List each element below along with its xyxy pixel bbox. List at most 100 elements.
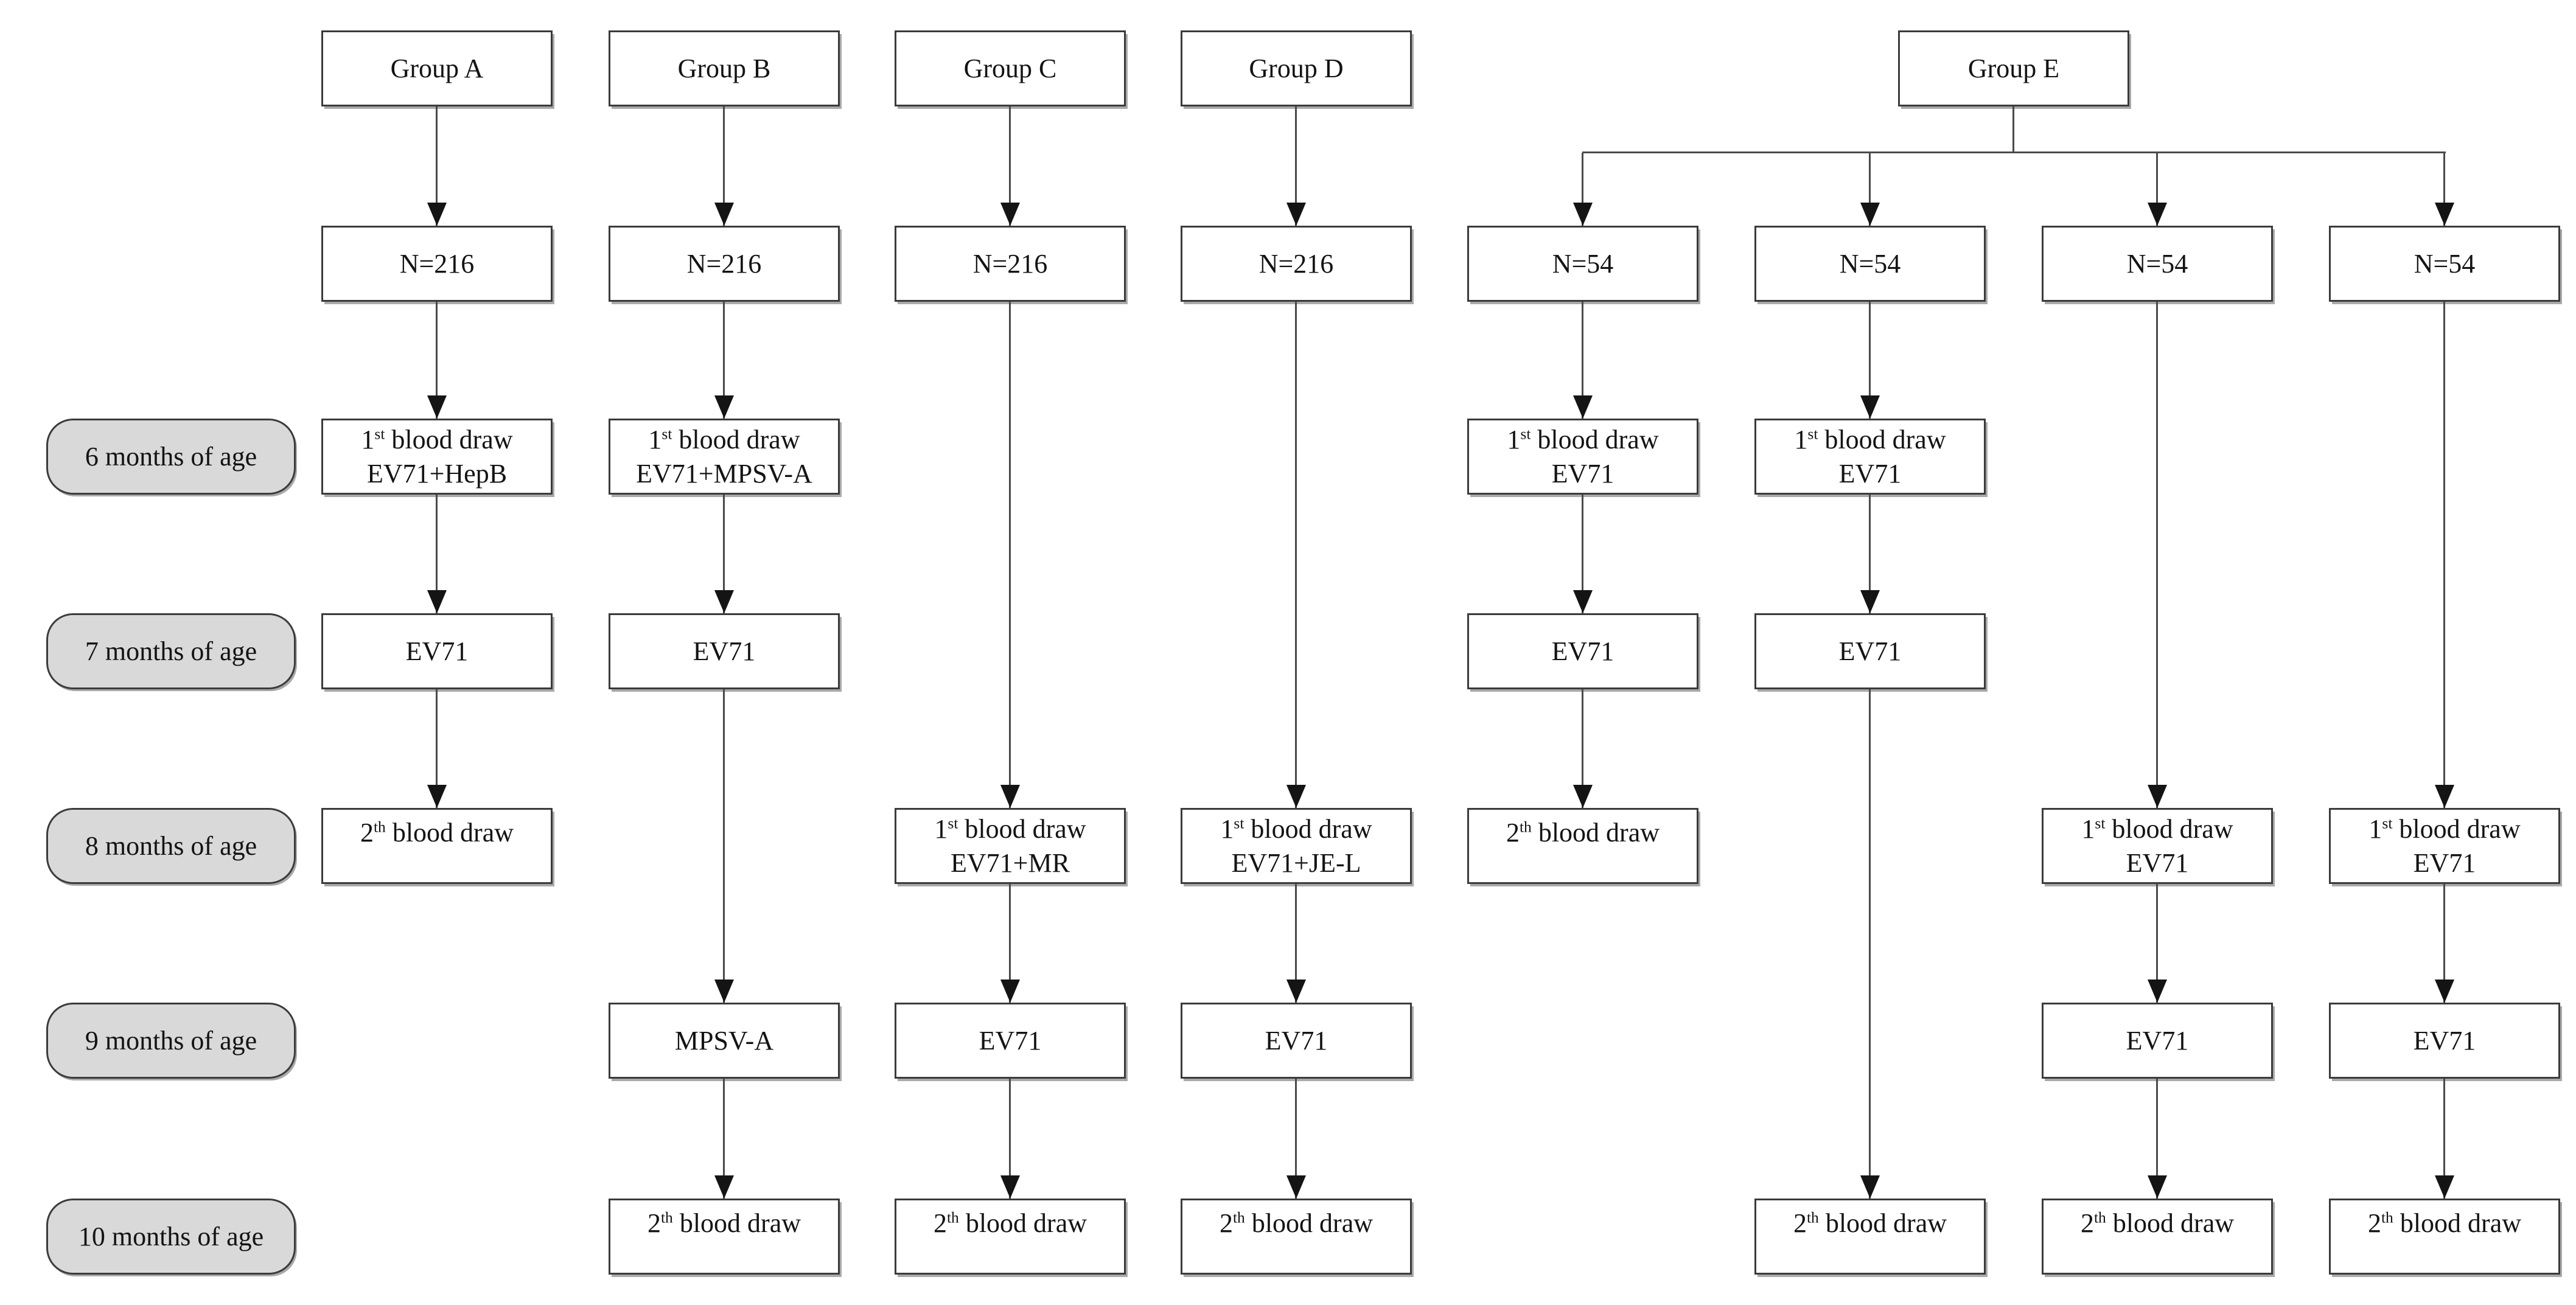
box-label-line2: EV71 bbox=[1551, 458, 1614, 489]
age-pill-label: 8 months of age bbox=[85, 831, 257, 861]
arrow-d-9mo-to-10mo bbox=[1286, 1079, 1306, 1199]
box-group-e2-7mo: EV71 bbox=[1754, 613, 1986, 689]
arrow-a-n-to-6mo bbox=[427, 302, 447, 419]
box-label: 2th blood draw bbox=[1793, 1208, 1947, 1238]
box-label: Group E bbox=[1967, 53, 2060, 83]
box-label: Group B bbox=[677, 53, 771, 83]
box-group-d-header: Group D bbox=[1181, 30, 1412, 106]
box-label: N=216 bbox=[686, 248, 762, 279]
arrow-e2-6mo-to-7mo bbox=[1860, 495, 1880, 613]
age-pill-label: 7 months of age bbox=[85, 636, 257, 666]
arrow-c-n-to-8mo bbox=[1000, 302, 1020, 808]
box-label: Group D bbox=[1249, 53, 1344, 83]
box-label-line2: EV71+MR bbox=[951, 847, 1070, 878]
box-label: 1st blood draw bbox=[1794, 424, 1946, 454]
box-label: 1st blood draw bbox=[361, 424, 513, 454]
arrow-b-header-to-n bbox=[714, 106, 734, 226]
arrow-e3-n-to-8mo bbox=[2147, 302, 2167, 808]
box-group-e1-8mo: 2th blood draw bbox=[1467, 808, 1698, 884]
box-label: 1st blood draw bbox=[648, 424, 800, 454]
box-group-e1-6mo: 1st blood draw EV71 bbox=[1467, 419, 1698, 495]
age-pill-9-months: 9 months of age bbox=[46, 1003, 296, 1079]
box-group-c-n: N=216 bbox=[895, 226, 1126, 302]
box-label: 2th blood draw bbox=[360, 818, 514, 847]
box-label: N=216 bbox=[972, 248, 1048, 279]
box-label: N=54 bbox=[2414, 248, 2476, 279]
box-label: EV71 bbox=[1551, 636, 1614, 666]
arrow-e4-n-to-8mo bbox=[2434, 302, 2454, 808]
age-pill-7-months: 7 months of age bbox=[46, 613, 296, 689]
arrow-e1-n-to-6mo bbox=[1572, 302, 1593, 419]
box-group-e3-8mo: 1st blood draw EV71 bbox=[2042, 808, 2273, 884]
box-group-e2-6mo: 1st blood draw EV71 bbox=[1754, 419, 1986, 495]
box-group-d-10mo: 2th blood draw bbox=[1181, 1199, 1412, 1275]
arrow-c-8mo-to-9mo bbox=[1000, 884, 1020, 1003]
box-label: EV71 bbox=[405, 636, 469, 666]
arrow-a-header-to-n bbox=[427, 106, 447, 226]
box-label: N=54 bbox=[1552, 248, 1614, 279]
arrow-e1-split-to-n bbox=[1572, 153, 1593, 226]
box-group-e4-9mo: EV71 bbox=[2329, 1003, 2560, 1079]
arrow-b-6mo-to-7mo bbox=[714, 495, 734, 613]
arrow-d-n-to-8mo bbox=[1286, 302, 1306, 808]
box-group-b-header: Group B bbox=[609, 30, 840, 106]
box-label: EV71 bbox=[693, 636, 756, 666]
box-group-b-10mo: 2th blood draw bbox=[609, 1199, 840, 1275]
box-label: Group A bbox=[390, 53, 484, 83]
box-group-a-8mo: 2th blood draw bbox=[321, 808, 553, 884]
box-label: 2th blood draw bbox=[2367, 1208, 2522, 1238]
arrow-e4-split-to-n bbox=[2434, 153, 2454, 226]
box-group-e2-n: N=54 bbox=[1754, 226, 1986, 302]
box-group-a-header: Group A bbox=[321, 30, 553, 106]
arrow-e2-split-to-n bbox=[1860, 153, 1880, 226]
arrow-e3-split-to-n bbox=[2147, 153, 2167, 226]
arrow-b-7mo-to-9mo bbox=[714, 689, 734, 1003]
arrow-e2-7mo-to-10mo bbox=[1860, 689, 1880, 1199]
arrow-c-9mo-to-10mo bbox=[1000, 1079, 1020, 1199]
arrow-d-header-to-n bbox=[1286, 106, 1306, 226]
box-label: 1st blood draw bbox=[2368, 813, 2521, 844]
arrow-c-header-to-n bbox=[1000, 106, 1020, 226]
box-group-a-7mo: EV71 bbox=[321, 613, 553, 689]
box-label: N=54 bbox=[1839, 248, 1901, 279]
box-group-b-n: N=216 bbox=[609, 226, 840, 302]
box-group-e3-9mo: EV71 bbox=[2042, 1003, 2273, 1079]
box-group-e3-10mo: 2th blood draw bbox=[2042, 1199, 2273, 1275]
arrow-e1-7mo-to-8mo bbox=[1572, 689, 1593, 808]
arrow-b-9mo-to-10mo bbox=[714, 1079, 734, 1199]
box-group-e4-10mo: 2th blood draw bbox=[2329, 1199, 2560, 1275]
box-label: EV71 bbox=[2413, 1025, 2476, 1056]
box-group-e4-8mo: 1st blood draw EV71 bbox=[2329, 808, 2560, 884]
box-label: 2th blood draw bbox=[647, 1208, 801, 1238]
arrow-a-7mo-to-8mo bbox=[427, 689, 447, 808]
split-bar-group-e bbox=[1582, 151, 2446, 153]
box-label: N=216 bbox=[399, 248, 475, 279]
box-label: N=216 bbox=[1258, 248, 1334, 279]
arrow-d-8mo-to-9mo bbox=[1286, 884, 1306, 1003]
box-label: 2th blood draw bbox=[933, 1208, 1087, 1238]
box-group-e4-n: N=54 bbox=[2329, 226, 2560, 302]
box-label: 1st blood draw bbox=[934, 813, 1086, 844]
age-pill-6-months: 6 months of age bbox=[46, 419, 296, 495]
box-group-a-n: N=216 bbox=[321, 226, 553, 302]
box-group-d-n: N=216 bbox=[1181, 226, 1412, 302]
arrow-b-n-to-6mo bbox=[714, 302, 734, 419]
box-group-c-8mo: 1st blood draw EV71+MR bbox=[895, 808, 1126, 884]
arrow-e4-9mo-to-10mo bbox=[2434, 1079, 2454, 1199]
age-pill-label: 6 months of age bbox=[85, 442, 257, 472]
box-label: N=54 bbox=[2126, 248, 2188, 279]
age-pill-label: 10 months of age bbox=[78, 1222, 264, 1251]
box-label-line2: EV71+JE-L bbox=[1231, 847, 1361, 878]
box-label: 2th blood draw bbox=[2080, 1208, 2235, 1238]
box-label: EV71 bbox=[2126, 1025, 2189, 1056]
box-label: 2th blood draw bbox=[1219, 1208, 1374, 1238]
box-group-e3-n: N=54 bbox=[2042, 226, 2273, 302]
box-label-line2: EV71 bbox=[2126, 847, 2189, 878]
box-label-line2: EV71+MPSV-A bbox=[636, 458, 812, 489]
box-label: 1st blood draw bbox=[1220, 813, 1372, 844]
box-group-c-9mo: EV71 bbox=[895, 1003, 1126, 1079]
box-group-a-6mo: 1st blood draw EV71+HepB bbox=[321, 419, 553, 495]
arrow-e3-9mo-to-10mo bbox=[2147, 1079, 2167, 1199]
box-group-d-8mo: 1st blood draw EV71+JE-L bbox=[1181, 808, 1412, 884]
